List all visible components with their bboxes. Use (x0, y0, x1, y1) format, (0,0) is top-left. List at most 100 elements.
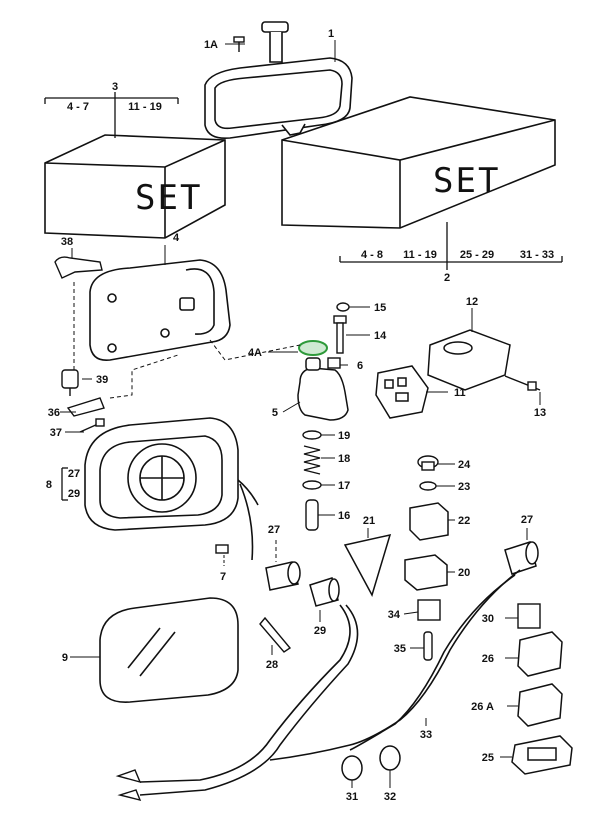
part-label-35: 35 (394, 643, 406, 655)
part-27-plug-left (265, 561, 301, 591)
part-label-33: 33 (420, 729, 432, 741)
part-22-switch (409, 502, 449, 541)
part-label-6: 6 (357, 360, 363, 372)
wiring-harness (139, 483, 521, 796)
part-36-clip (66, 397, 105, 417)
part-label-22: 22 (458, 515, 470, 527)
part-label-28: 28 (266, 659, 278, 671)
part-17-washer (302, 480, 322, 490)
leader-lines (60, 40, 541, 788)
part-label-16: 16 (338, 510, 350, 522)
part-25-bezel (511, 735, 573, 775)
part-23-washer (419, 481, 437, 491)
part-37-screw (79, 418, 105, 433)
part-31-grommet (341, 755, 363, 781)
part-label-29a: 29 (68, 488, 80, 500)
part-label-39: 39 (96, 374, 108, 386)
part-label-4A: 4A (248, 347, 262, 359)
part-label-14: 14 (374, 330, 387, 342)
part-label-27b: 27 (268, 524, 280, 536)
part-label-23: 23 (458, 481, 470, 493)
part-label-3a: 4 - 7 (67, 101, 89, 113)
bracket-2 (339, 222, 563, 270)
part-label-30: 30 (482, 613, 494, 625)
part-5-base (297, 357, 349, 421)
part-label-36: 36 (48, 407, 60, 419)
set-box-right (281, 96, 556, 229)
part-label-2b: 11 - 19 (403, 249, 437, 261)
rear-view-mirror (204, 21, 353, 140)
part-19-spring-cap (302, 430, 322, 440)
part-label-25: 25 (482, 752, 494, 764)
part-label-37: 37 (50, 427, 62, 439)
part-label-17: 17 (338, 480, 350, 492)
part-label-26A: 26 A (471, 701, 494, 713)
part-label-19: 19 (338, 430, 350, 442)
part-7-screw (215, 544, 229, 554)
part-13-screw (504, 375, 541, 391)
part-26-switch (517, 631, 563, 677)
part-label-31: 31 (346, 791, 358, 803)
part-label-29b: 29 (314, 625, 326, 637)
part-label-11: 11 (454, 387, 466, 399)
part-label-2c: 25 - 29 (460, 249, 494, 261)
part-label-32: 32 (384, 791, 396, 803)
part-34-connector (417, 599, 441, 621)
part-label-7: 7 (220, 571, 226, 583)
part-label-3: 3 (112, 81, 118, 93)
set-box-right-text: SET (433, 161, 500, 201)
part-39-connector (61, 369, 79, 396)
part-21-seal (343, 533, 392, 597)
part-15-nut (336, 302, 350, 312)
part-label-18: 18 (338, 453, 350, 465)
part-27-plug-right (504, 541, 539, 575)
part-38-lever (54, 256, 103, 279)
part-label-2a: 4 - 8 (361, 249, 383, 261)
part-label-5: 5 (272, 407, 278, 419)
set-box-left (44, 134, 226, 239)
part-label-27c: 27 (521, 514, 533, 526)
part-label-26: 26 (482, 653, 494, 665)
part-label-34: 34 (388, 609, 401, 621)
mirror-glass (99, 597, 239, 703)
part-label-9: 9 (62, 652, 68, 664)
part-label-2d: 31 - 33 (520, 249, 554, 261)
part-11-switch-plate (375, 365, 429, 419)
part-6-clip (327, 357, 341, 369)
part-label-3b: 11 - 19 (128, 101, 162, 113)
part-label-13: 13 (534, 407, 546, 419)
mirror-housing (89, 259, 231, 362)
set-box-left-text: SET (135, 178, 202, 218)
part-label-8: 8 (46, 479, 52, 491)
part-4A-gasket (298, 340, 328, 356)
part-30-connector (517, 603, 541, 629)
part-label-15: 15 (374, 302, 386, 314)
part-12-plate (427, 329, 511, 391)
part-label-4: 4 (173, 232, 180, 244)
part-label-2: 2 (444, 272, 450, 284)
part-32-grommet (379, 745, 401, 771)
part-28-terminal (259, 616, 292, 653)
part-14-bolt (333, 315, 347, 354)
part-35-fuse (423, 631, 433, 661)
bracket-3 (44, 92, 179, 138)
part-label-1: 1 (328, 28, 334, 40)
part-label-21: 21 (363, 515, 375, 527)
part-18-spring (303, 445, 321, 475)
part-29-plug (309, 577, 340, 607)
part-label-38: 38 (61, 236, 73, 248)
part-20-relay (404, 554, 448, 591)
part-label-1A: 1A (204, 39, 218, 51)
part-26A-switch (517, 683, 563, 727)
part-16-pin (305, 499, 319, 531)
door-mirror-assembly (84, 417, 259, 531)
part-label-27a: 27 (68, 468, 80, 480)
harness-end-terminals (115, 769, 142, 802)
part-label-20: 20 (458, 567, 470, 579)
part-label-12: 12 (466, 296, 478, 308)
bracket-8 (61, 467, 68, 501)
part-label-24: 24 (458, 459, 471, 471)
